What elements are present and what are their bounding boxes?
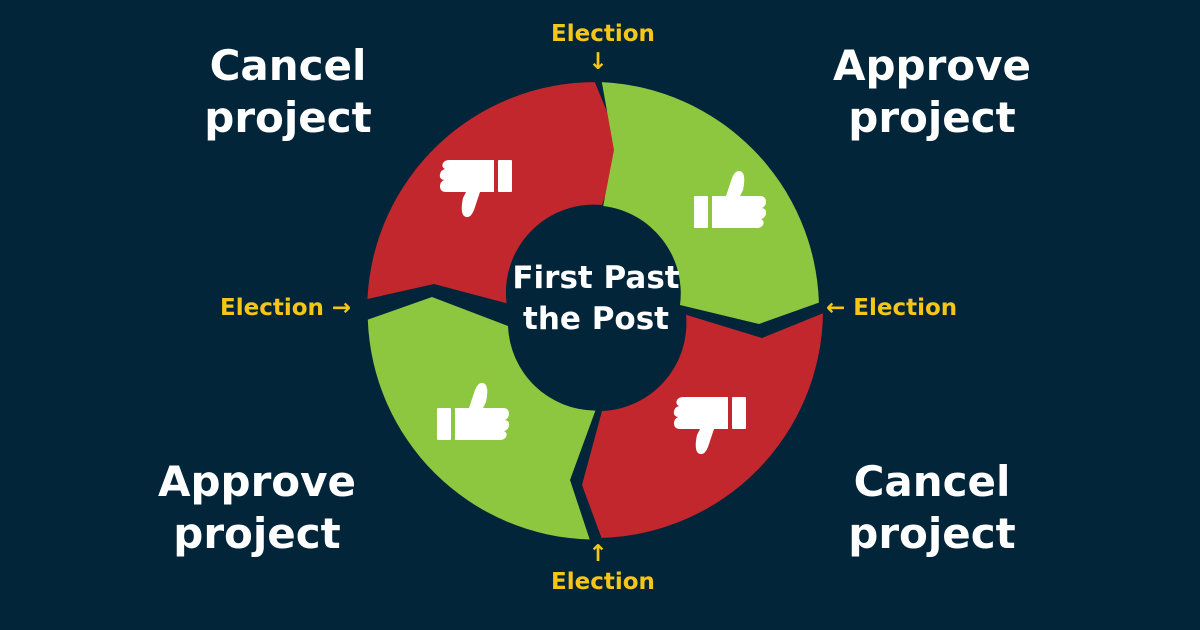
outcome-label-line-1: Approve bbox=[832, 41, 1032, 90]
election-marker-right: ← Election bbox=[826, 294, 957, 322]
election-label: Election bbox=[551, 21, 655, 47]
election-marker-bottom: ↑ Election bbox=[547, 540, 659, 596]
election-marker-top: Election ↓ bbox=[547, 20, 659, 76]
outcome-label-line-2: project bbox=[848, 93, 1016, 142]
arrow-right-icon: → bbox=[331, 295, 352, 321]
center-title-line-1: First Past bbox=[512, 260, 680, 296]
outcome-label-line-1: Cancel bbox=[853, 457, 1011, 506]
election-marker-left: Election → bbox=[220, 294, 351, 322]
segment-top-right-approve bbox=[601, 82, 819, 324]
outcome-label-line-2: project bbox=[204, 93, 372, 142]
outcome-label-bottom-right: Cancel project bbox=[812, 456, 1052, 560]
outcome-label-top-left: Cancel project bbox=[168, 40, 408, 144]
segment-top-left-cancel bbox=[367, 82, 622, 304]
outcome-label-line-2: project bbox=[848, 509, 1016, 558]
arrow-up-icon: ↑ bbox=[588, 541, 608, 567]
arrow-down-icon: ↓ bbox=[588, 49, 608, 75]
election-label: Election bbox=[853, 295, 958, 321]
election-label: Election bbox=[220, 295, 324, 321]
outcome-label-bottom-left: Approve project bbox=[137, 456, 377, 560]
outcome-label-line-2: project bbox=[173, 509, 341, 558]
election-label: Election bbox=[551, 569, 655, 595]
outcome-label-line-1: Cancel bbox=[209, 41, 367, 90]
outcome-label-top-right: Approve project bbox=[812, 40, 1052, 144]
arrow-left-icon: ← bbox=[826, 295, 846, 321]
outcome-label-line-1: Approve bbox=[157, 457, 357, 506]
center-title-line-2: the Post bbox=[523, 301, 669, 337]
center-title: First Past the Post bbox=[490, 258, 702, 340]
